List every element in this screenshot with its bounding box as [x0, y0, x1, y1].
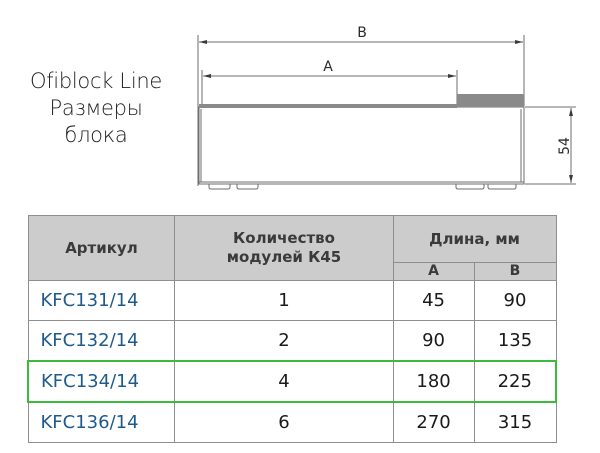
cell-length-a: 90 — [392, 320, 475, 362]
table-row: KFC131/14 1 45 90 — [27, 280, 557, 321]
cell-length-b: 90 — [473, 280, 557, 321]
block-dimension-drawing: B A 54 — [197, 25, 576, 190]
table-row: KFC136/14 6 270 315 — [27, 401, 557, 443]
b-dimension-label: B — [357, 25, 367, 41]
cell-length-a: 45 — [392, 280, 475, 321]
top-rail — [199, 104, 457, 108]
cell-sku: KFC136/14 — [27, 401, 176, 443]
cell-sku: KFC131/14 — [27, 280, 176, 321]
cell-length-b: 225 — [473, 360, 557, 403]
dimensions-table: Артикул Количество модулей К45 Длина, мм… — [27, 215, 557, 443]
height-dimension-label: 54 — [557, 137, 573, 155]
title-block-word: блока — [64, 123, 128, 147]
cell-modules: 6 — [174, 401, 394, 443]
table-row-highlighted: KFC134/14 4 180 225 — [27, 360, 557, 403]
cell-sku: KFC132/14 — [27, 320, 176, 362]
header-sku: Артикул — [27, 215, 176, 281]
cell-modules: 1 — [174, 280, 394, 321]
cell-length-b: 135 — [473, 320, 557, 362]
header-length-b: B — [473, 262, 557, 281]
cell-sku: KFC134/14 — [27, 360, 176, 403]
diagram-title: Ofiblock Line Размеры блока — [12, 68, 180, 149]
a-dimension-label: A — [323, 59, 333, 75]
cell-length-a: 180 — [392, 360, 475, 403]
cell-length-a: 270 — [392, 401, 475, 443]
title-dimensions-word: Размеры — [49, 96, 143, 120]
table-row: KFC132/14 2 90 135 — [27, 320, 557, 362]
block-body-outline — [198, 106, 525, 185]
header-length: Длина, мм — [392, 215, 557, 263]
cell-length-b: 315 — [473, 401, 557, 443]
header-length-a: A — [392, 262, 475, 281]
cell-modules: 2 — [174, 320, 394, 362]
header-modules: Количество модулей К45 — [174, 215, 394, 281]
title-product-name: Ofiblock Line — [29, 69, 163, 93]
cell-modules: 4 — [174, 360, 394, 403]
